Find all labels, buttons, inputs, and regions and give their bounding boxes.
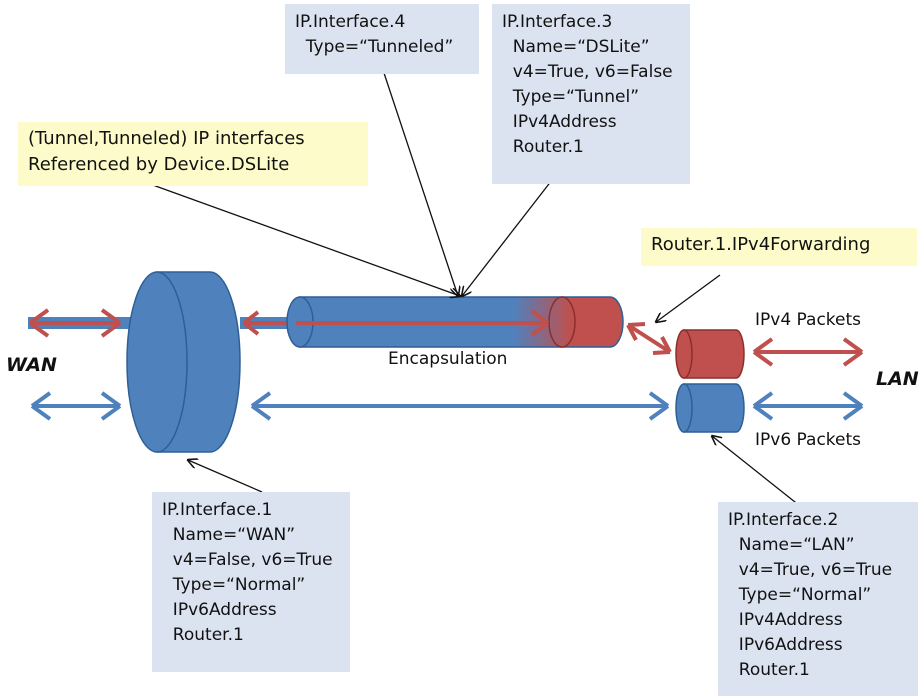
forwarding-text: Router.1.IPv4Forwarding xyxy=(651,234,871,255)
forwarding-note: Router.1.IPv4Forwarding xyxy=(641,228,917,266)
interface-4-title: IP.Interface.4 xyxy=(295,12,406,32)
pointer-if2 xyxy=(712,436,801,507)
interface-1-box: IP.Interface.1 Name=“WAN” v4=False, v6=T… xyxy=(152,492,350,672)
interface-1-router: Router.1 xyxy=(162,625,244,645)
tunnel-refs-line-1: (Tunnel,Tunneled) IP interfaces xyxy=(28,128,305,149)
interface-1-name: Name=“WAN” xyxy=(162,525,296,545)
interface-3-name: Name=“DSLite” xyxy=(502,37,650,57)
lan-label: LAN xyxy=(876,368,919,390)
encapsulation-label: Encapsulation xyxy=(388,349,508,369)
interface-2-type: Type=“Normal” xyxy=(728,585,872,605)
interface-1-address: IPv6Address xyxy=(162,600,277,620)
interface-2-name: Name=“LAN” xyxy=(728,535,855,555)
wan-ipv6-arrow xyxy=(30,391,122,421)
pointer-forwarding xyxy=(656,274,721,322)
interface-3-title: IP.Interface.3 xyxy=(502,12,613,32)
pointer-if1 xyxy=(188,460,263,493)
interface-3-type: Type=“Tunnel” xyxy=(502,87,640,107)
ipv6-through-arrow xyxy=(250,391,670,421)
wan-interface-drum xyxy=(126,271,241,453)
interface-2-title: IP.Interface.2 xyxy=(728,510,839,530)
interface-3-box: IP.Interface.3 Name=“DSLite” v4=True, v6… xyxy=(492,4,690,184)
interface-3-router: Router.1 xyxy=(502,137,584,157)
interface-2-ipv6-address: IPv6Address xyxy=(728,635,843,655)
tunnel-refs-line-2: Referenced by Device.DSLite xyxy=(28,154,290,175)
interface-4-type: Type=“Tunneled” xyxy=(295,37,454,57)
tunnel-ipv4-link xyxy=(626,322,672,355)
pointer-if3 xyxy=(462,179,553,296)
interface-2-versions: v4=True, v6=True xyxy=(728,560,893,580)
interface-2-router: Router.1 xyxy=(728,660,810,680)
ipv4-packets-label: IPv4 Packets xyxy=(755,310,862,330)
wan-ipv4-link xyxy=(28,308,138,338)
interface-1-title: IP.Interface.1 xyxy=(162,500,273,520)
drum-tunnel-link xyxy=(240,310,300,336)
interface-3-versions: v4=True, v6=False xyxy=(502,62,673,82)
interface-3-address: IPv4Address xyxy=(502,112,617,132)
pointer-tunnel-refs xyxy=(149,183,460,296)
tunnel-refs-note: (Tunnel,Tunneled) IP interfaces Referenc… xyxy=(18,122,368,186)
interface-2-box: IP.Interface.2 Name=“LAN” v4=True, v6=Tr… xyxy=(718,502,918,696)
ipv6-packets-label: IPv6 Packets xyxy=(755,430,862,450)
wan-label: WAN xyxy=(6,354,57,376)
interface-1-versions: v4=False, v6=True xyxy=(162,550,333,570)
tunnel-cylinder xyxy=(286,296,624,348)
lan-ipv4-cylinder xyxy=(675,329,745,379)
interface-1-type: Type=“Normal” xyxy=(162,575,306,595)
interface-2-ipv4-address: IPv4Address xyxy=(728,610,843,630)
lan-ipv6-cylinder xyxy=(675,383,745,433)
pointer-if4 xyxy=(382,69,458,296)
lan-ipv4-arrow xyxy=(752,337,864,367)
lan-ipv6-arrow xyxy=(752,391,864,421)
interface-4-box: IP.Interface.4 Type=“Tunneled” xyxy=(285,4,479,74)
